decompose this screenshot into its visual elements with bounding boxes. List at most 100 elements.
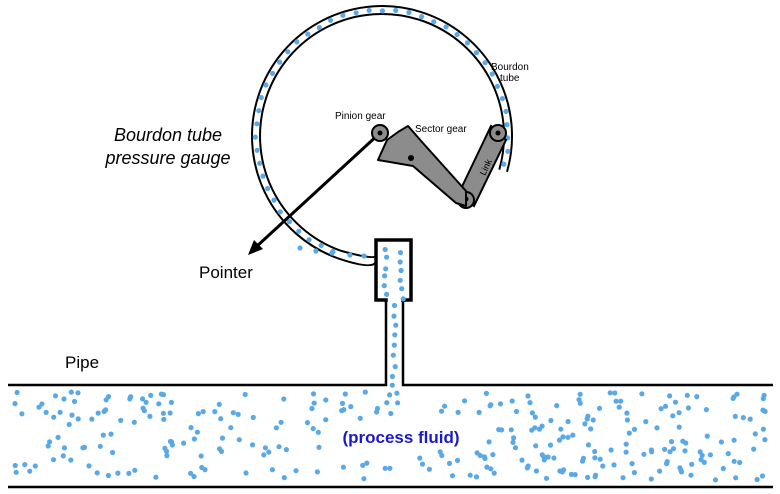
fluid-dot bbox=[103, 397, 109, 403]
fluid-dot bbox=[629, 461, 635, 467]
fluid-dot bbox=[50, 457, 57, 463]
fluid-dot bbox=[397, 250, 404, 256]
fluid-dot bbox=[281, 396, 287, 402]
fluid-dot bbox=[256, 108, 262, 114]
fluid-dot bbox=[397, 277, 403, 283]
fluid-dot bbox=[269, 70, 276, 76]
fluid-dot bbox=[296, 228, 302, 234]
fluid-dot bbox=[510, 435, 517, 441]
fluid-dot bbox=[467, 472, 473, 478]
fluid-dot bbox=[400, 296, 406, 302]
fluid-dot bbox=[417, 455, 423, 461]
fluid-dot bbox=[329, 250, 335, 256]
fluid-dot bbox=[22, 462, 28, 468]
fluid-dot bbox=[399, 286, 405, 292]
fluid-dot bbox=[482, 455, 488, 462]
fluid-dot bbox=[548, 417, 554, 424]
fluid-dot bbox=[473, 50, 480, 56]
fluid-dot bbox=[761, 392, 767, 398]
fluid-dot bbox=[195, 411, 201, 417]
fluid-dot bbox=[362, 389, 368, 395]
fluid-dot bbox=[541, 457, 547, 463]
fluid-dot bbox=[43, 409, 49, 415]
fluid-dot bbox=[509, 398, 515, 404]
fluid-dot bbox=[597, 456, 603, 462]
fluid-dot bbox=[19, 411, 25, 417]
fluid-dot bbox=[503, 108, 509, 114]
fluid-dot bbox=[66, 421, 72, 428]
fluid-dot bbox=[75, 390, 81, 396]
pinion-center bbox=[377, 130, 383, 136]
fluid-dot bbox=[533, 468, 540, 474]
fluid-dot bbox=[682, 448, 688, 454]
fluid-dot bbox=[140, 405, 146, 411]
fluid-dot bbox=[426, 466, 432, 472]
fluid-dot bbox=[718, 439, 725, 445]
fluid-dot bbox=[497, 401, 504, 407]
fluid-dot bbox=[212, 409, 218, 415]
fluid-dot bbox=[725, 451, 731, 457]
fluid-dot bbox=[361, 253, 367, 259]
fluid-dot bbox=[504, 122, 510, 128]
fluid-dot bbox=[639, 391, 645, 397]
fluid-dot bbox=[454, 457, 461, 463]
fluid-dot bbox=[382, 465, 388, 471]
fluid-dot bbox=[667, 449, 673, 455]
fluid-dot bbox=[747, 416, 753, 422]
fluid-dot bbox=[101, 408, 107, 415]
fluid-dot bbox=[462, 398, 468, 404]
fluid-dot bbox=[200, 409, 206, 415]
fluid-dot bbox=[737, 459, 743, 466]
fluid-dot bbox=[487, 403, 493, 409]
fluid-dot bbox=[384, 291, 390, 297]
fluid-dot bbox=[389, 373, 395, 380]
fluid-dot bbox=[565, 418, 571, 425]
fluid-dot bbox=[382, 246, 388, 253]
fluid-dot bbox=[143, 399, 149, 405]
fluid-dot bbox=[14, 389, 20, 396]
socket-fluid-particles bbox=[381, 246, 406, 388]
fluid-dot bbox=[243, 470, 249, 476]
fluid-dot bbox=[577, 391, 583, 397]
fluid-dot bbox=[260, 173, 266, 179]
fluid-dot bbox=[707, 452, 714, 458]
fluid-dot bbox=[532, 414, 538, 420]
fluid-dot bbox=[384, 400, 390, 406]
fluid-dot bbox=[254, 147, 260, 153]
fluid-dot bbox=[394, 390, 400, 396]
fluid-dot bbox=[560, 434, 566, 440]
fluid-dot bbox=[89, 416, 95, 422]
fluid-dot bbox=[387, 392, 393, 398]
fluid-dot bbox=[236, 437, 242, 443]
fluid-dot bbox=[658, 406, 664, 412]
fluid-dot bbox=[579, 458, 586, 464]
fluid-dot bbox=[607, 390, 613, 396]
fluid-dot bbox=[61, 396, 67, 402]
fluid-dot bbox=[181, 440, 187, 446]
fluid-dot bbox=[532, 425, 538, 431]
fluid-dot bbox=[484, 464, 490, 470]
fluid-dot bbox=[110, 449, 116, 456]
fluid-dot bbox=[672, 399, 679, 405]
fluid-dot bbox=[670, 446, 677, 452]
fluid-dot bbox=[276, 444, 282, 450]
fluid-dot bbox=[339, 408, 345, 414]
fluid-dot bbox=[80, 445, 86, 451]
bourdon-tube-outer-wall bbox=[251, 5, 514, 260]
gauge-title-line2: pressure gauge bbox=[104, 148, 230, 168]
fluid-dot bbox=[683, 440, 689, 446]
pointer-arrowhead bbox=[248, 240, 263, 255]
fluid-dot bbox=[105, 472, 111, 479]
fluid-dot bbox=[519, 457, 525, 463]
fluid-dot bbox=[454, 31, 460, 38]
fluid-dot bbox=[730, 395, 736, 401]
bourdon-tube-label-line1: Bourdon bbox=[491, 62, 529, 73]
fluid-dot bbox=[664, 461, 670, 467]
fluid-dot bbox=[443, 24, 449, 30]
fluid-dot bbox=[310, 426, 316, 432]
fluid-dot bbox=[551, 455, 557, 461]
fluid-dot bbox=[631, 426, 638, 432]
fluid-dot bbox=[316, 25, 322, 31]
fluid-dot bbox=[381, 283, 387, 289]
pinion-gear-label: Pinion gear bbox=[335, 111, 386, 122]
